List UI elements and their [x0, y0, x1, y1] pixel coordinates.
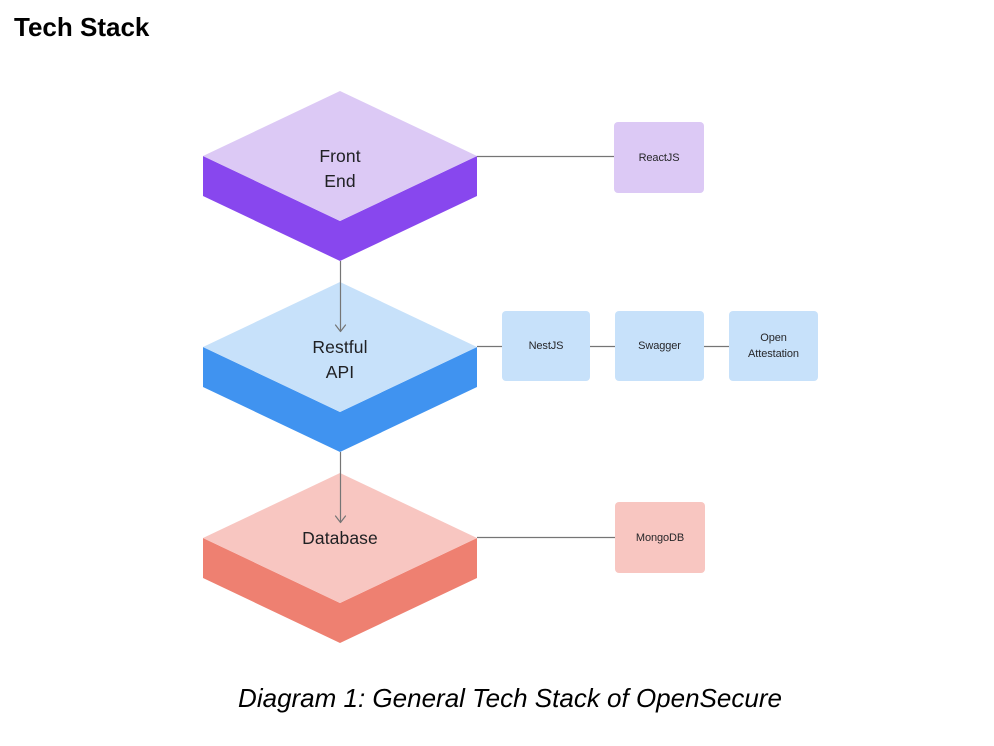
restful-api-label-line2: API: [325, 361, 355, 382]
front-end-label: Front End: [230, 144, 450, 194]
page-title: Tech Stack: [14, 12, 150, 42]
diagram-caption: Diagram 1: General Tech Stack of OpenSec…: [238, 683, 782, 713]
front-end-side-face: [203, 156, 477, 261]
mongodb-label: MongoDB: [615, 502, 705, 573]
arrow-restfulapi-database: [334, 452, 347, 524]
reactjs-label-line1: ReactJS: [638, 151, 680, 164]
node-database-shape: [203, 473, 477, 643]
restful-api-label: Restful API: [230, 335, 450, 385]
swagger-label: Swagger: [615, 311, 704, 381]
mongodb-label-line1: MongoDB: [635, 531, 685, 544]
open-attestation-label-line2: Attestation: [748, 348, 799, 360]
node-front-end-shape: [203, 91, 477, 261]
front-end-label-line2: End: [324, 170, 356, 191]
reactjs-label: ReactJS: [614, 122, 704, 193]
nestjs-box: [502, 311, 590, 381]
restful-api-side-face: [203, 347, 477, 452]
swagger-box: [615, 311, 704, 381]
mongodb-box: [615, 502, 705, 573]
swagger-label-line1: Swagger: [638, 340, 681, 352]
arrow-frontend-restfulapi: [334, 261, 347, 333]
open-attestation-label: Open Attestation: [729, 311, 818, 381]
open-attestation-box: [729, 311, 818, 381]
node-restful-api-shape: [203, 282, 477, 452]
open-attestation-label-line1: Open: [760, 332, 787, 344]
connector-lines: [334, 155, 729, 539]
database-side-face: [203, 538, 477, 643]
front-end-top-face: [203, 91, 477, 221]
database-label-line1: Database: [302, 527, 378, 548]
database-label: Database: [230, 526, 450, 551]
nestjs-label-line1: NestJS: [528, 340, 564, 352]
restful-api-label-line1: Restful: [312, 336, 368, 357]
nestjs-label: NestJS: [502, 311, 590, 381]
database-top-face: [203, 473, 477, 603]
reactjs-box: [614, 122, 704, 193]
front-end-label-line1: Front: [319, 145, 361, 166]
restful-api-top-face: [203, 282, 477, 412]
